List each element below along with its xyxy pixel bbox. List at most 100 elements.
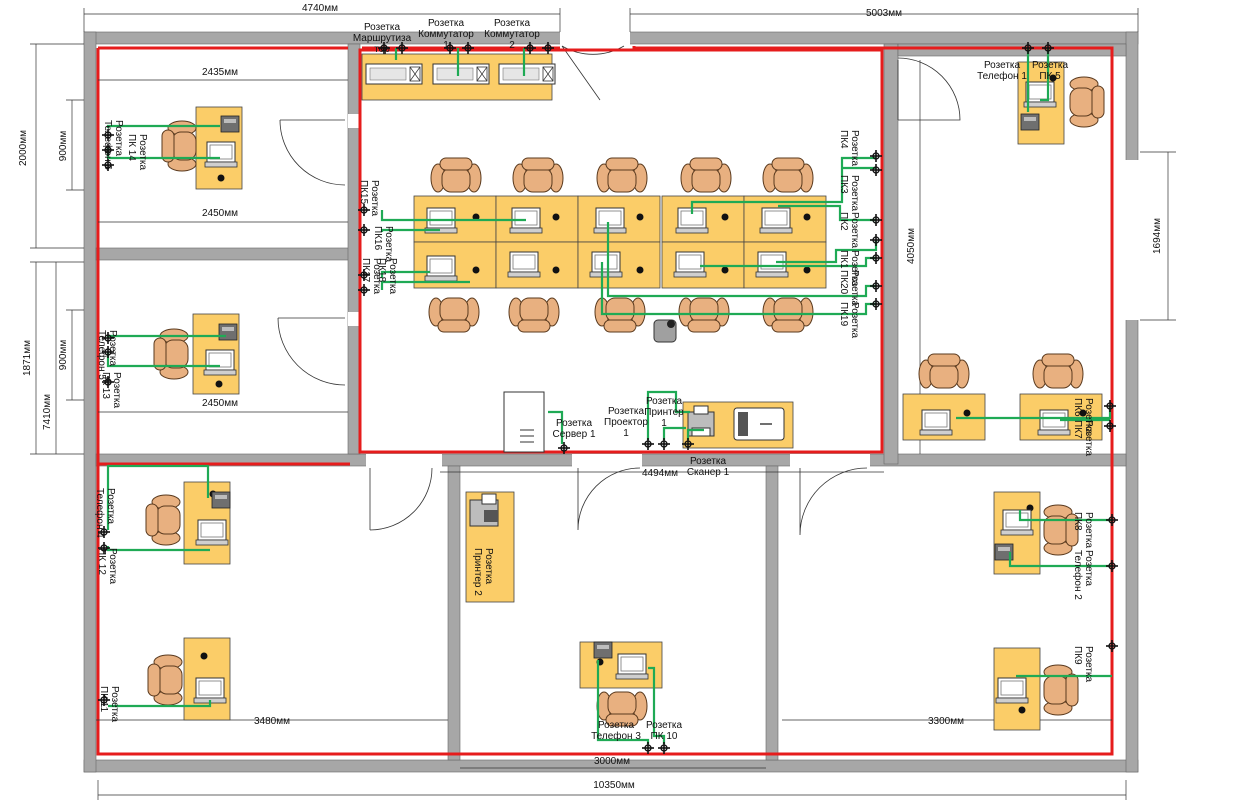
server-1 (503, 391, 545, 453)
socket-label-pc15: РозеткаПК15 (358, 180, 380, 217)
socket-label-pc6: РозеткаПК6 (1072, 398, 1094, 435)
lan-trunk (96, 46, 1114, 756)
socket-label-line: ПК 10 (651, 731, 678, 742)
socket-label-line: Розетка (364, 22, 401, 33)
socket-label-line: Телефон 2 (1072, 550, 1084, 600)
socket-label-line: Розетка (849, 270, 860, 307)
socket-label-line: ПК3 (838, 175, 849, 194)
socket-label-line: ПК4 (838, 130, 849, 149)
dim-corridor-width: 4494мм (642, 468, 678, 479)
socket-label-line: Телефон 6 (102, 120, 114, 170)
socket-label-line: Розетка (556, 418, 593, 429)
socket-label-line: Телефон 4 (94, 488, 106, 538)
socket-label-line: ПК15 (358, 180, 369, 205)
socket-label-line: Розетка (105, 488, 116, 525)
socket-label-line: Розетка (387, 258, 398, 295)
socket-label-line: Розетка (371, 258, 382, 295)
socket-label-line: Розетка (369, 180, 380, 217)
printer-2 (469, 493, 499, 527)
socket-label-line: Розетка (383, 226, 394, 263)
scanner-1 (733, 407, 785, 441)
socket-label-line: Розетка (107, 548, 118, 585)
dim-room1-width-lower: 2450мм (202, 208, 238, 219)
dimension-lines (30, 8, 1176, 800)
dim-bottom-left: 3480мм (254, 716, 290, 727)
socket-label-line: Розетка (494, 18, 531, 29)
socket-label-line: Принтер (644, 407, 684, 418)
dim-left-mid: 1871мм (22, 340, 33, 376)
dim-left-upper-text: 2000мм (18, 130, 29, 166)
socket-label-pc9: РозеткаПК9 (1072, 646, 1094, 683)
socket-label-line: Розетка (1083, 550, 1094, 587)
socket-label-line: Розетка (646, 396, 683, 407)
socket-label-line: Проектор (604, 417, 648, 428)
desk-dots (200, 74, 1087, 714)
socket-label-line: ПК1 (838, 250, 849, 269)
socket-label-line: Коммутатор (484, 29, 540, 40)
socket-label-line: Розетка (1083, 512, 1094, 549)
socket-label-pc3: РозеткаПК3 (838, 175, 860, 212)
socket-label-pc8: РозеткаПК8 (1072, 512, 1094, 549)
dim-room1-width: 2435мм (202, 67, 238, 78)
socket-label-line: Розетка (109, 686, 120, 723)
socket-label-line: 2 (509, 40, 515, 51)
socket-label-line: Сканер 1 (687, 467, 730, 478)
socket-label-line: Розетка (849, 212, 860, 249)
socket-label-line: ПК2 (838, 212, 849, 231)
socket-label-pc17: РозеткаПК17 (360, 258, 382, 295)
socket-label-line: Розетка (1083, 398, 1094, 435)
socket-label-line: Розетка (598, 720, 635, 731)
socket-label-line: ПК16 (372, 226, 383, 251)
socket-label-pc12: РозеткаПК 12 (96, 548, 118, 585)
socket-label-phone2: РозеткаТелефон 2 (1072, 550, 1094, 600)
socket-label-pc18: РозеткаПК18 (376, 258, 398, 295)
socket-label-phone6: РозеткаТелефон 6 (102, 120, 124, 170)
socket-label-line: Розетка (1032, 60, 1069, 71)
socket-label-line: ПК 5 (1039, 71, 1061, 82)
socket-label-line: Розетка (1083, 420, 1094, 457)
socket-label-line: Розетка (111, 372, 122, 409)
socket-label-line: Розетка (849, 175, 860, 212)
socket-label-line: 1 (661, 418, 667, 429)
socket-label-pc16: РозеткаПК16 (372, 226, 394, 263)
socket-label-line: ПК6 (1072, 398, 1083, 417)
printer-1 (687, 405, 715, 437)
socket-label-line: Розетка (690, 456, 727, 467)
socket-label-pc4: РозеткаПК4 (838, 130, 860, 167)
switches (365, 63, 556, 85)
socket-label-pc2: РозеткаПК2 (838, 212, 860, 249)
dim-left-upper-inner: 900мм (58, 131, 69, 162)
socket-label-line: Телефон 1 (977, 70, 1027, 82)
socket-label-phone4: РозеткаТелефон 4 (94, 488, 116, 538)
socket-label-line: ПК19 (838, 302, 849, 327)
socket-label-line: Розетка (849, 130, 860, 167)
dim-bottom-center: 3000мм (594, 756, 630, 767)
socket-label-pc20: РозеткаПК20 (838, 270, 860, 307)
socket-label-line: Розетка (107, 330, 118, 367)
desks (183, 53, 1103, 731)
socket-label-line: 1 (443, 40, 449, 51)
socket-label-pc13: РозеткаПК 13 (100, 372, 122, 409)
dim-top-left: 4740мм (302, 3, 338, 14)
dim-bottom-total: 10350мм (593, 780, 635, 791)
socket-label-pc19: РозеткаПК19 (838, 302, 860, 339)
socket-label-pc14: РозеткаПК 14 (126, 134, 148, 171)
socket-label-line: Принтер 2 (472, 548, 483, 596)
socket-label-line: Телефон 3 (591, 730, 641, 742)
socket-label-line: ПК20 (838, 270, 849, 295)
socket-label-line: Розетка (849, 250, 860, 287)
socket-label-line: Розетка (1083, 646, 1094, 683)
socket-label-phone5: РозеткаТелефон 5 (96, 330, 118, 380)
socket-label-printer2: РозеткаПринтер 2 (472, 548, 494, 596)
socket-label-line: ПК17 (360, 258, 371, 283)
dim-classroom-height: 4050мм (906, 228, 917, 264)
socket-label-line: Розетка (137, 134, 148, 171)
